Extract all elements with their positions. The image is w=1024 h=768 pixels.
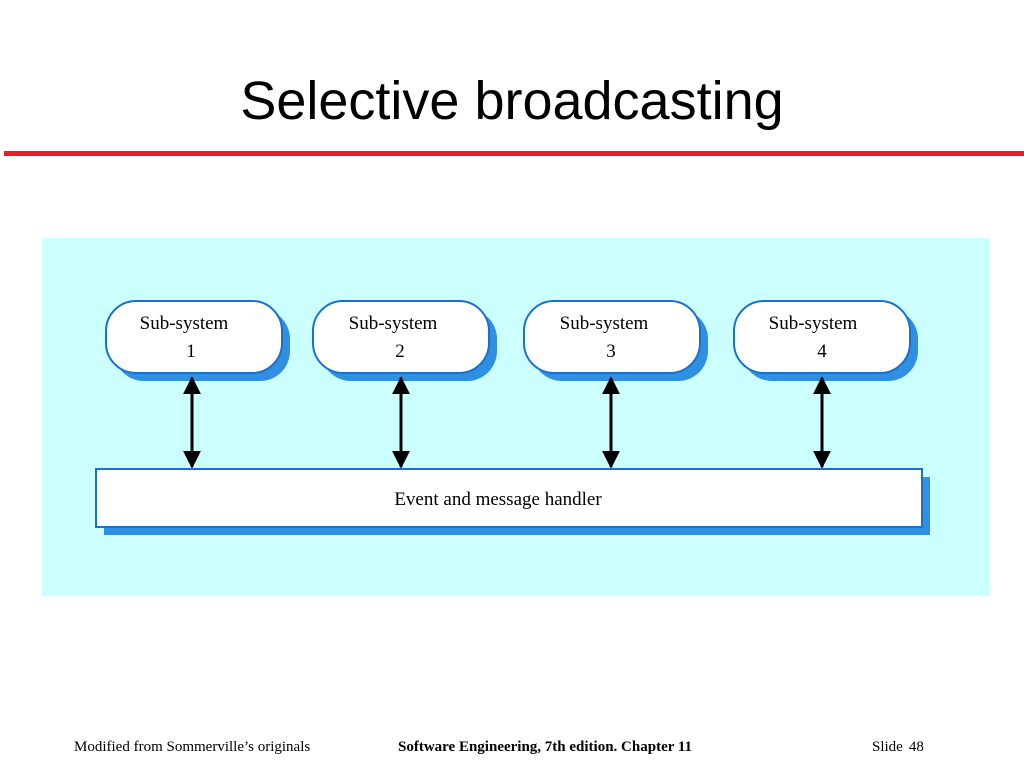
subsystem-node-3-number: 3 (606, 341, 616, 362)
footer-slide-number: Slide 48 (872, 737, 924, 757)
subsystem-node-1-title: Sub-system (140, 313, 229, 334)
subsystem-node-2: Sub-system 2 (312, 300, 497, 381)
subsystem-node-2-number: 2 (395, 341, 405, 362)
subsystem-node-4-title: Sub-system (769, 313, 858, 334)
diagram-panel: Sub-system 1 Sub-system 2 Sub-system 3 (42, 238, 990, 596)
diagram-canvas: Sub-system 1 Sub-system 2 Sub-system 3 (95, 300, 930, 535)
subsystem-node-1-number: 1 (186, 341, 196, 362)
slide-label: Slide (872, 739, 903, 755)
subsystem-node-1-box (105, 300, 283, 374)
event-message-handler-label: Event and message handler (394, 489, 602, 510)
subsystem-node-1: Sub-system 1 (105, 300, 290, 381)
slide-title: Selective broadcasting (240, 71, 784, 131)
subsystem-node-4-box (733, 300, 911, 374)
event-message-handler-box (95, 468, 923, 528)
subsystem-node-2-title: Sub-system (349, 313, 438, 334)
footer-book-title: Software Engineering, 7th edition. Chapt… (398, 739, 693, 755)
subsystem-node-4-number: 4 (817, 341, 827, 362)
subsystem-node-3-title: Sub-system (560, 313, 649, 334)
footer-attribution: Modified from Sommerville’s originals (74, 739, 311, 755)
subsystem-node-3: Sub-system 3 (523, 300, 708, 381)
subsystem-node-4: Sub-system 4 (733, 300, 918, 381)
event-message-handler: Event and message handler (95, 468, 930, 535)
slide-number: 48 (908, 739, 924, 755)
title-divider (4, 151, 1024, 156)
subsystem-node-2-box (312, 300, 490, 374)
subsystem-node-3-box (523, 300, 701, 374)
